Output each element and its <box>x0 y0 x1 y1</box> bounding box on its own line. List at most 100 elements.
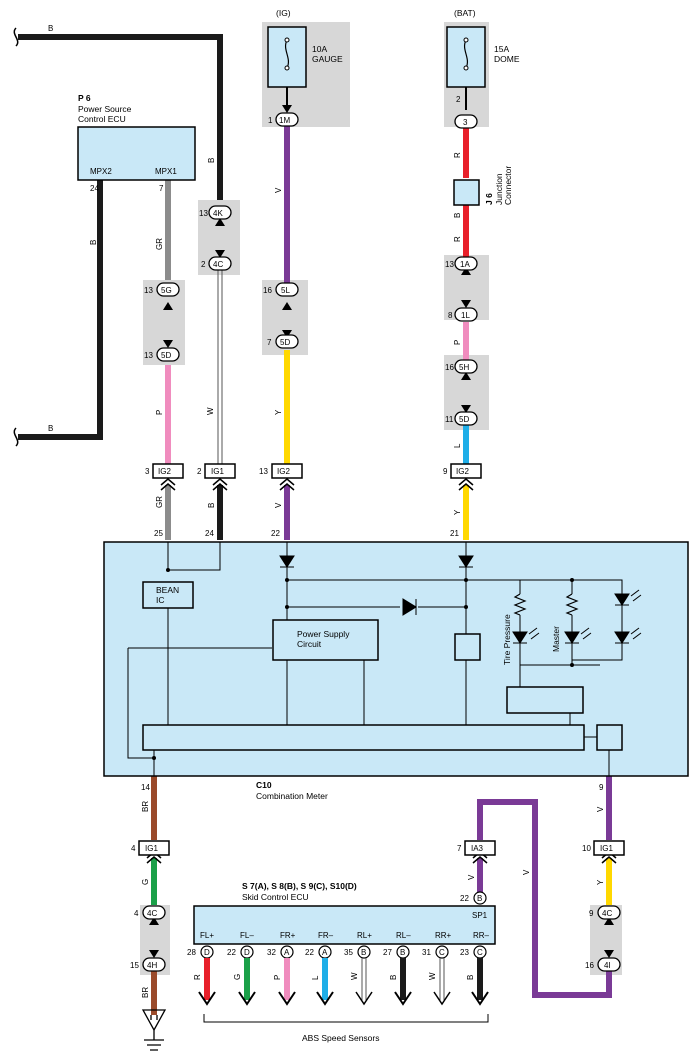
svg-text:Y: Y <box>596 879 605 885</box>
sensor-wire-color: W <box>428 972 437 980</box>
conn-5d-v: 5D <box>280 338 290 347</box>
conn-4c-right: 4C <box>602 909 612 918</box>
pin-13-5g: 13 <box>144 286 153 295</box>
sensor-wire-color: P <box>273 975 282 980</box>
oval-connectors <box>142 112 621 972</box>
pin-7-5d: 7 <box>267 338 272 347</box>
sensor-connector-letter: D <box>244 948 250 957</box>
sensor-arrow <box>471 991 489 1006</box>
svg-text:B: B <box>453 213 462 218</box>
pin-2-4c: 2 <box>201 260 206 269</box>
pin-21-meter: 21 <box>450 529 459 538</box>
sensor-pin-group: FL+D28RFL–D22GFR+A32PFR–A22LRL+B35WRL–B2… <box>187 931 490 1006</box>
junction-j6-name-2: Connector <box>503 166 513 205</box>
svg-text:Y: Y <box>274 409 283 415</box>
ecu-p6-box <box>77 126 196 181</box>
source-bat-label: (BAT) <box>454 8 476 18</box>
diode-input-21 <box>458 555 474 568</box>
svg-text:R: R <box>453 152 462 158</box>
pin-2-ig1: 2 <box>197 467 202 476</box>
sensor-pin-label: FR– <box>318 931 334 940</box>
fuse-dome <box>446 26 486 110</box>
sensor-pin-label: FL– <box>240 931 254 940</box>
sensor-wire-color: B <box>466 975 475 980</box>
svg-text:P: P <box>155 410 164 415</box>
meter-junction-dot-3 <box>285 605 289 609</box>
sensor-pin-label: FL+ <box>200 931 214 940</box>
source-ig-label: (IG) <box>276 8 291 18</box>
pin-16-5h: 16 <box>445 363 454 372</box>
svg-text:B: B <box>48 24 53 33</box>
conn-ig1-y: IG1 <box>600 844 613 853</box>
conn-4i: 4I <box>604 961 611 970</box>
pin-14-meter: 14 <box>141 783 150 792</box>
diode-horizontal <box>402 598 417 616</box>
meter-junction-dot-2 <box>285 578 289 582</box>
abs-sensors-label: ABS Speed Sensors <box>302 1033 380 1043</box>
ig-connector-chevrons <box>146 478 617 864</box>
svg-text:L: L <box>453 443 462 448</box>
ecu-p6-name-1: Power Source <box>78 104 132 114</box>
sensor-arrow <box>238 991 256 1006</box>
pin-1-1m: 1 <box>268 116 273 125</box>
conn-ig2-y: IG2 <box>456 467 469 476</box>
conn-4k: 4K <box>213 209 223 218</box>
pin-9-4c: 9 <box>589 909 594 918</box>
skid-ecu-code: S 7(A), S 8(B), S 9(C), S10(D) <box>242 881 357 891</box>
pin-25-meter: 25 <box>154 529 163 538</box>
wire-color-labels: B B B B GR P W V Y R B R P L GR B V Y BR… <box>48 24 605 998</box>
pin-15-4h: 15 <box>130 961 139 970</box>
sensor-wire-color: R <box>193 974 202 980</box>
pin-9-ig2: 9 <box>443 467 448 476</box>
pin-8-1l: 8 <box>448 311 453 320</box>
skid-sp1-label: SP1 <box>472 911 488 920</box>
conn-3: 3 <box>463 118 468 127</box>
sensor-connector <box>435 945 449 959</box>
pin-2-fuse: 2 <box>456 95 461 104</box>
meter-junction-dot-6 <box>152 756 156 760</box>
pin-13-4k: 13 <box>199 209 208 218</box>
power-supply-label-1: Power Supply <box>297 629 350 639</box>
connector-splice-marks <box>149 218 614 958</box>
svg-text:B: B <box>48 424 53 433</box>
abs-bracket <box>203 1014 489 1023</box>
ecu-p6-pin-mpx1: MPX1 <box>155 167 177 176</box>
skid-pin-b-top <box>473 891 487 905</box>
fuse-gauge <box>267 26 307 113</box>
meter-small-box <box>454 633 481 661</box>
sensor-arrow <box>198 991 216 1006</box>
svg-text:R: R <box>453 236 462 242</box>
pin-11-5d: 11 <box>445 415 454 424</box>
sensor-connector-letter: C <box>439 948 445 957</box>
wire-black-top <box>18 34 223 200</box>
sensor-wire <box>361 958 367 1000</box>
pin-7-p6: 7 <box>159 184 164 193</box>
conn-1a: 1A <box>460 260 470 269</box>
wire-white-w <box>217 270 223 465</box>
meter-junction-dot-4 <box>464 578 468 582</box>
pin-13-ig2: 13 <box>259 467 268 476</box>
sensor-connector-letter: C <box>477 948 483 957</box>
bean-ic-label-2: IC <box>156 595 165 605</box>
ecu-p6-pin-mpx2: MPX2 <box>90 167 112 176</box>
meter-driver-links <box>519 665 597 738</box>
conn-ig2-gr: IG2 <box>158 467 171 476</box>
sensor-connector-letter: A <box>322 948 328 957</box>
sensor-arrow <box>433 991 451 1006</box>
pin-13-1a: 13 <box>445 260 454 269</box>
sensor-arrow <box>355 991 373 1006</box>
sensor-pin-number: 32 <box>267 948 276 957</box>
pin-16-5l: 16 <box>263 286 272 295</box>
svg-text:Y: Y <box>453 509 462 515</box>
sensor-connector-letter: D <box>204 948 210 957</box>
sensor-pin-label: RR– <box>473 931 490 940</box>
conn-ig2-v: IG2 <box>277 467 290 476</box>
pin-16-4i: 16 <box>585 961 594 970</box>
ecu-p6-name-2: Control ECU <box>78 114 126 124</box>
conn-5d-l: 5D <box>459 415 469 424</box>
sensor-pin-number: 22 <box>305 948 314 957</box>
conn-5h: 5H <box>459 363 469 372</box>
ground-icon <box>141 1009 167 1051</box>
fuse-gauge-name: GAUGE <box>312 54 343 64</box>
svg-text:V: V <box>522 869 531 875</box>
